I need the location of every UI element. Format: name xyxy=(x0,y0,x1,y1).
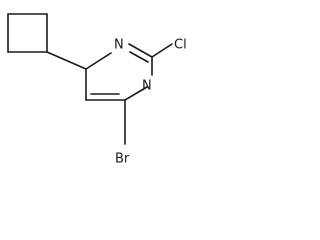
cyclobutyl-link-bond xyxy=(46,51,87,70)
chlorine-label: Cl xyxy=(174,38,187,53)
nitrogen-label-top: N xyxy=(114,38,124,53)
ring-bond-c6-n1 xyxy=(85,52,112,70)
nitrogen-label-bottom: N xyxy=(142,79,152,94)
structure-canvas: N N Cl Br xyxy=(0,0,203,171)
bonds xyxy=(7,13,173,145)
ring-bond-n1-c2 xyxy=(128,43,153,58)
ring-bond-n3-c4 xyxy=(124,86,148,101)
atom-labels: N N Cl Br xyxy=(114,38,187,167)
bromine-label: Br xyxy=(115,152,130,167)
ring-bond-n1-c2-inner xyxy=(129,51,149,63)
molecule-structure: N N Cl Br xyxy=(7,13,187,167)
bond-c2-cl xyxy=(151,43,173,58)
